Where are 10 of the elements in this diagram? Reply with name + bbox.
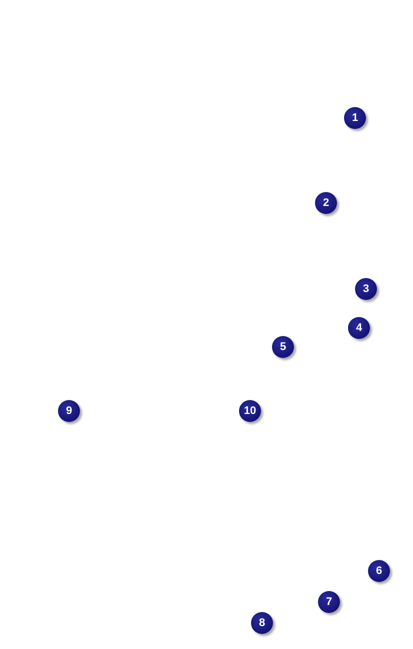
callout-number: 1 (344, 107, 366, 129)
callout-number: 5 (272, 336, 294, 358)
callout-number: 3 (355, 278, 377, 300)
callout-number: 7 (318, 591, 340, 613)
callout-number: 2 (315, 192, 337, 214)
callout-number: 9 (58, 400, 80, 422)
callout-number: 8 (251, 612, 273, 634)
callout-number: 4 (348, 317, 370, 339)
callout-number: 10 (239, 400, 261, 422)
callout-number: 6 (368, 560, 390, 582)
